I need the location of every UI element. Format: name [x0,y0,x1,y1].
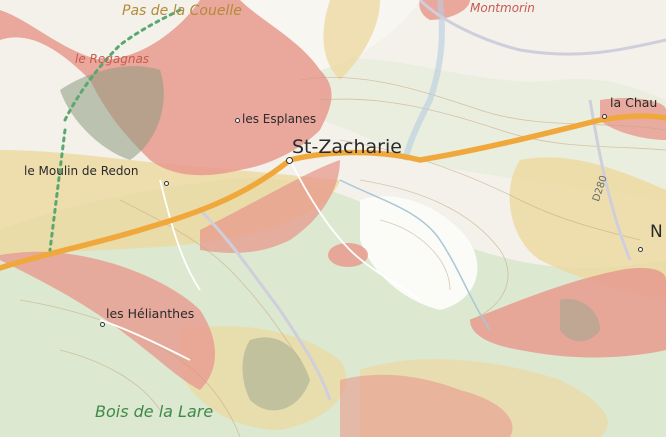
river-secondary [402,0,445,161]
mountain-shading-south [242,337,310,411]
place-marker [602,114,607,119]
high-risk-zone-north [419,0,470,20]
place-label-les-esplanes[interactable]: les Esplanes [242,112,317,126]
place-label-les-helianthes[interactable]: les Hélianthes [106,306,195,321]
contour-lines [19,77,666,437]
high-risk-zone-ridge [200,160,340,253]
hiking-trail [63,8,182,122]
town-marker [286,157,293,164]
mountain-shading [60,66,164,160]
place-marker [638,247,643,252]
place-label-le-moulin-de-redon[interactable]: le Moulin de Redon [24,164,139,178]
river [339,179,491,331]
medium-risk-zone-east [509,157,666,300]
main-road [0,113,666,271]
white-roads [99,159,421,361]
place-marker [164,181,169,186]
town-label-st-zacharie[interactable]: St-Zacharie [292,136,402,158]
high-risk-zone-south [340,374,513,437]
place-label-n[interactable]: N [650,222,663,242]
relief-white [360,196,478,310]
mountain-shading-east [560,299,600,342]
place-marker [235,118,240,123]
medium-risk-zone-north [323,0,380,80]
place-label-pas-couelle[interactable]: Pas de la Couelle [122,3,242,19]
high-risk-zone-central [0,251,215,390]
high-risk-patch [328,243,368,267]
place-label-la-chau[interactable]: la Chau [610,95,658,110]
high-risk-zone-west [0,0,332,176]
place-marker [100,322,105,327]
hiking-trail-south [48,128,67,252]
place-label-montmorin[interactable]: Montmorin [470,1,535,15]
place-label-le-regagnas[interactable]: le Regagnas [75,52,150,66]
forest-label-bois-de-la-lare[interactable]: Bois de la Lare [95,402,214,421]
